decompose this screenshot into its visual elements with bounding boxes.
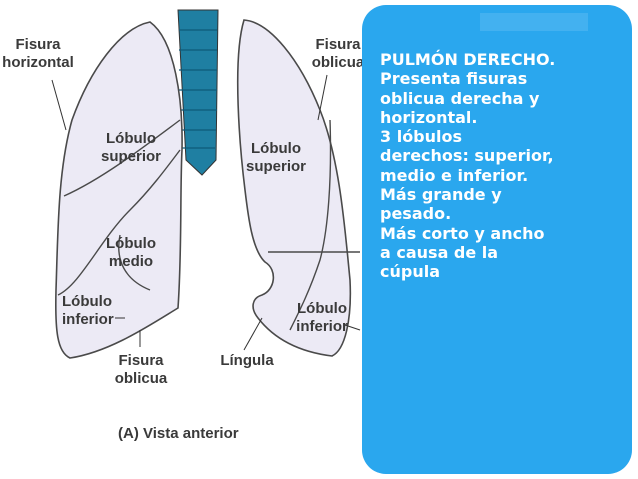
panel-line-title: PULMÓN DERECHO. <box>380 50 556 69</box>
label-fisura-horizontal: Fisura horizontal <box>2 36 74 71</box>
leader-lines <box>51 74 361 351</box>
right-oblique-fissure-line <box>57 149 181 296</box>
left-lung <box>236 19 352 357</box>
panel-line-size: Más grande y pesado. <box>380 185 502 224</box>
right-oblique-fissure-lower <box>118 234 151 291</box>
panel-line-lobes: 3 lóbulos derechos: superior, medio e in… <box>380 127 554 185</box>
label-lobulo-inferior-left: Lóbulo inferior <box>296 300 348 335</box>
label-fisura-oblicua-top: Fisura oblicua <box>311 36 365 71</box>
trachea <box>177 9 219 176</box>
label-lobulo-medio: Lóbulo medio <box>106 235 156 270</box>
info-panel: PULMÓN DERECHO. Presenta fisuras oblicua… <box>362 5 632 474</box>
panel-corner-shade <box>480 13 588 31</box>
label-lobulo-superior-left: Lóbulo superior <box>245 140 306 175</box>
label-lobulo-superior-right: Lóbulo superior <box>100 130 161 165</box>
left-oblique-fissure-line <box>289 119 332 331</box>
panel-line-fissures: Presenta fisuras oblicua derecha y horiz… <box>380 69 540 127</box>
label-lobulo-inferior-right: Lóbulo inferior <box>62 293 114 328</box>
panel-line-shape: Más corto y ancho a causa de la cúpula <box>380 223 545 282</box>
label-lingula: Língula <box>220 352 274 369</box>
trachea-rings <box>179 29 217 149</box>
fissures <box>57 119 360 331</box>
label-fisura-oblicua-bottom: Fisura oblicua <box>114 352 168 387</box>
info-panel-text: PULMÓN DERECHO. Presenta fisuras oblicua… <box>380 50 622 282</box>
right-lung <box>54 21 183 359</box>
horizontal-fissure-line <box>63 119 181 197</box>
diagram-caption: (A) Vista anterior <box>118 425 239 442</box>
